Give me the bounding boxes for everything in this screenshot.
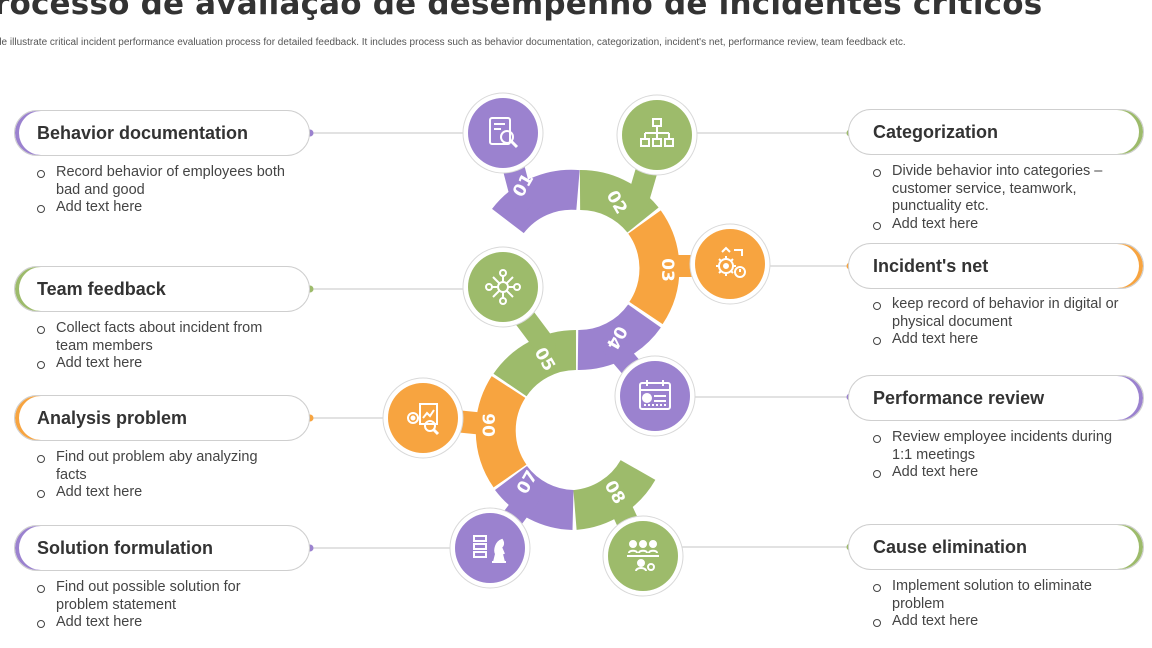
bullet-item: Add text here [872,464,1122,482]
step-desc-incidents-net: keep record of behavior in digital or ph… [872,296,1122,349]
step-desc-solution-formulation: Find out possible solution for problem s… [36,579,286,632]
hierarchy-icon [637,115,677,155]
team-network-icon [483,267,523,307]
step-title-label: Cause elimination [873,536,1028,557]
ring-segment-05 [493,330,577,397]
document-search-icon [483,113,523,153]
step-title-categorization: Categorization [848,109,1144,155]
meeting-people-icon [623,536,663,576]
step-title-cause-elimination: Cause elimination [848,524,1144,570]
step-title-team-feedback: Team feedback [14,266,310,312]
bullet-item: Add text here [872,216,1122,234]
step-number-06: 06 [480,413,500,437]
bullet-item: Add text here [872,613,1122,631]
analysis-gear-icon [403,398,443,438]
bullet-item: Collect facts about incident from team m… [36,320,286,355]
step-title-solution-formulation: Solution formulation [14,525,310,571]
step-title-incidents-net: Incident's net [848,243,1144,289]
bullet-item: Find out possible solution for problem s… [36,579,286,614]
page-title: rocesso de avaliação de desempenho de in… [0,0,1043,22]
step-circle-03 [695,229,765,299]
step-title-label: Incident's net [873,255,989,276]
step-title-label: Solution formulation [37,537,213,558]
step-title-performance-review: Performance review [848,375,1144,421]
bullet-item: Add text here [36,355,286,373]
step-desc-team-feedback: Collect facts about incident from team m… [36,320,286,373]
step-desc-performance-review: Review employee incidents during 1:1 mee… [872,429,1122,482]
step-title-label: Team feedback [37,278,166,299]
step-desc-cause-elimination: Implement solution to eliminate problem … [872,578,1122,631]
step-title-label: Performance review [873,387,1045,408]
ring-segment-02 [579,169,659,234]
step-number-03: 03 [657,258,677,282]
page-subtitle: de illustrate critical incident performa… [0,37,906,48]
bullet-item: Find out problem aby analyzing facts [36,449,286,484]
bullet-item: Add text here [872,331,1122,349]
bullet-item: Add text here [36,484,286,502]
bullet-item: Add text here [36,614,286,632]
bullet-item: Divide behavior into categories – custom… [872,163,1122,216]
bullet-item: Record behavior of employees both bad an… [36,164,286,199]
step-title-analysis-problem: Analysis problem [14,395,310,441]
step-title-behavior-documentation: Behavior documentation [14,110,310,156]
bullet-item: keep record of behavior in digital or ph… [872,296,1122,331]
strategy-chess-icon [470,528,510,568]
ring-segment-01 [492,169,580,234]
gear-timer-icon [710,244,750,284]
step-title-label: Behavior documentation [37,122,249,143]
step-desc-analysis-problem: Find out problem aby analyzing facts Add… [36,449,286,502]
step-circle-05 [468,252,538,322]
step-desc-behavior-documentation: Record behavior of employees both bad an… [36,164,286,217]
step-circle-07 [455,513,525,583]
step-title-label: Categorization [873,121,999,142]
bullet-item: Add text here [36,199,286,217]
bullet-item: Review employee incidents during 1:1 mee… [872,429,1122,464]
step-desc-categorization: Divide behavior into categories – custom… [872,163,1122,233]
step-title-label: Analysis problem [37,407,188,428]
calendar-rating-icon [635,376,675,416]
bullet-item: Implement solution to eliminate problem [872,578,1122,613]
